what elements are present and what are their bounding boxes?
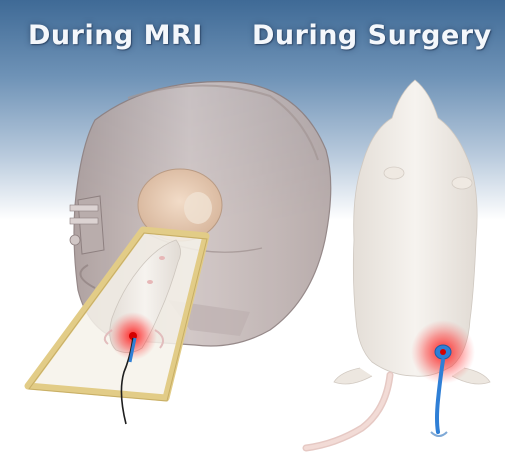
rat-icon [306, 80, 490, 448]
